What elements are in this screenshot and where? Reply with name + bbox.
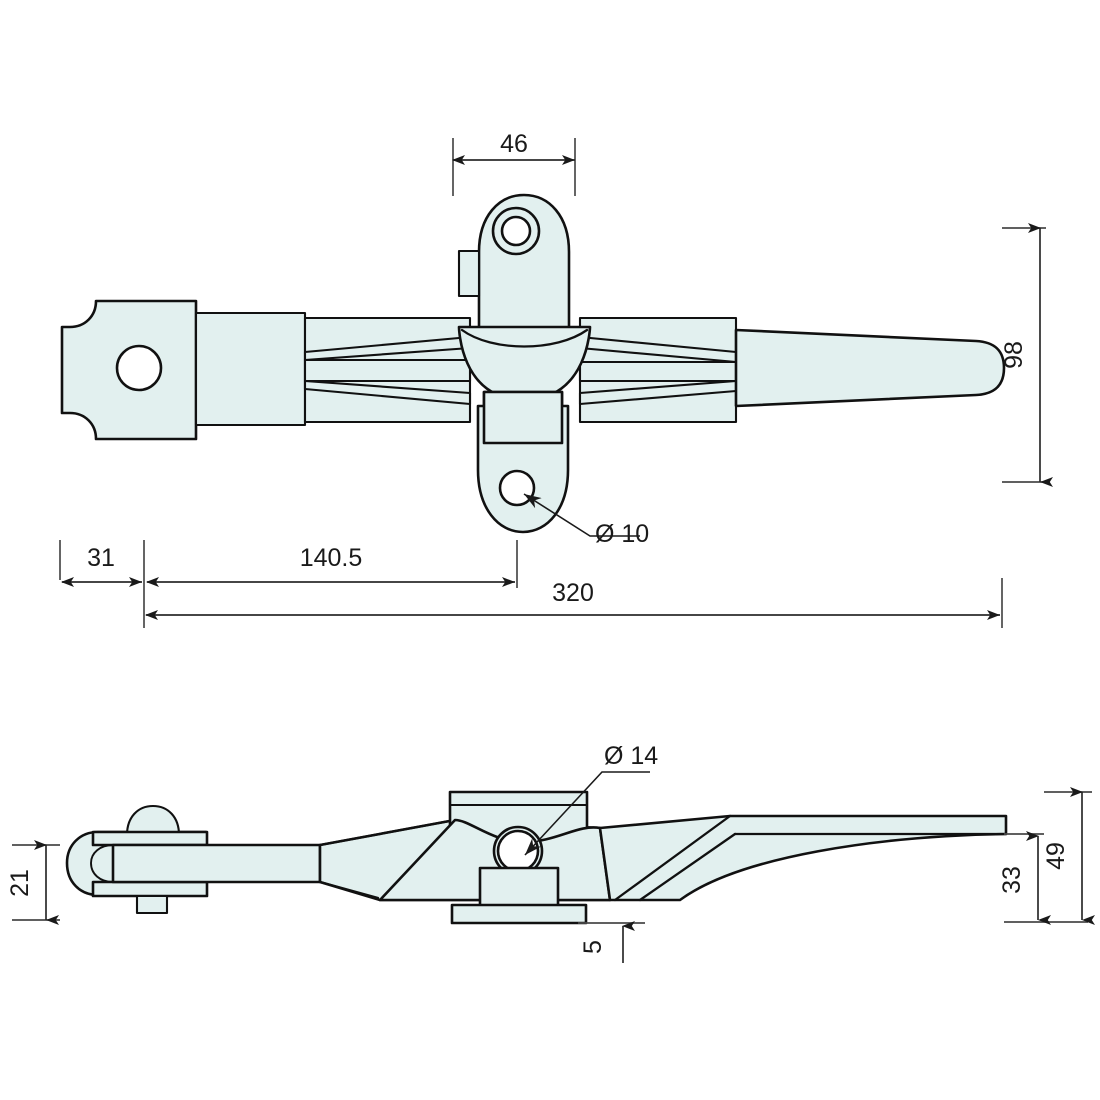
dim-320: 320: [145, 578, 1003, 628]
side-left-top-boss: [125, 804, 181, 837]
side-center-pivot-hole: [496, 829, 540, 873]
dim-21-label: 21: [6, 869, 34, 897]
side-left-strap-plate: [91, 830, 209, 847]
callout-dia-14: Ø 14: [524, 742, 658, 856]
top-center-upper-hole-inner: [500, 215, 532, 247]
dia-14-leader-line: [524, 771, 650, 856]
dim-49-label: 49: [1042, 842, 1070, 870]
top-center-dome-highlight: [460, 328, 589, 348]
top-left-pivot-hole: [115, 344, 163, 392]
top-center-lower-hole: [498, 469, 536, 507]
side-lever-taper-edge-upper: [318, 818, 457, 847]
top-left-strap-upper: [194, 311, 307, 427]
dim-49: 49: [1042, 787, 1095, 925]
side-right-arm: [598, 814, 1008, 902]
top-left-taper-lower: [303, 379, 472, 406]
side-view: Ø 14 21 5 33 49: [6, 742, 1095, 963]
dia-14-label: Ø 14: [604, 742, 658, 770]
dim-5-label: 5: [579, 940, 607, 954]
side-lever-taper-edge-lower: [318, 880, 380, 900]
side-left-bottom-tab: [135, 894, 169, 915]
side-lever-left-bar: [111, 843, 322, 884]
dim-31: 31: [59, 540, 145, 628]
top-center-lower-boss-outline: [482, 390, 564, 445]
side-center-base-plate: [450, 903, 588, 925]
top-right-handle-blade: [734, 328, 1006, 408]
dim-46-label: 46: [500, 130, 528, 158]
dim-5: 5: [578, 921, 645, 963]
dim-98-label: 98: [1000, 341, 1028, 369]
dia-10-label: Ø 10: [595, 520, 649, 548]
side-right-arm-fold-upper: [613, 814, 732, 902]
callout-dia-10: Ø 10: [523, 493, 649, 548]
top-right-center-rib: [578, 360, 738, 383]
dim-140-5: 140.5: [146, 540, 518, 588]
top-left-center-rib: [303, 358, 472, 383]
side-left-strap-plate-lower: [91, 880, 209, 898]
top-view: 46 98 Ø 10 31 140.5: [59, 130, 1053, 628]
dim-98: 98: [1000, 223, 1053, 487]
dia-10-leader-line: [523, 493, 640, 537]
dim-320-label: 320: [552, 579, 594, 607]
top-center-upper-side-tab: [457, 249, 481, 298]
dim-21: 21: [6, 840, 60, 925]
dim-46: 46: [452, 130, 576, 196]
side-right-arm-fold-lower: [638, 832, 737, 902]
side-left-hook-inner: [90, 844, 114, 883]
dim-140-5-label: 140.5: [300, 544, 363, 572]
dim-31-label: 31: [87, 544, 115, 572]
dim-33-label: 33: [998, 866, 1026, 894]
